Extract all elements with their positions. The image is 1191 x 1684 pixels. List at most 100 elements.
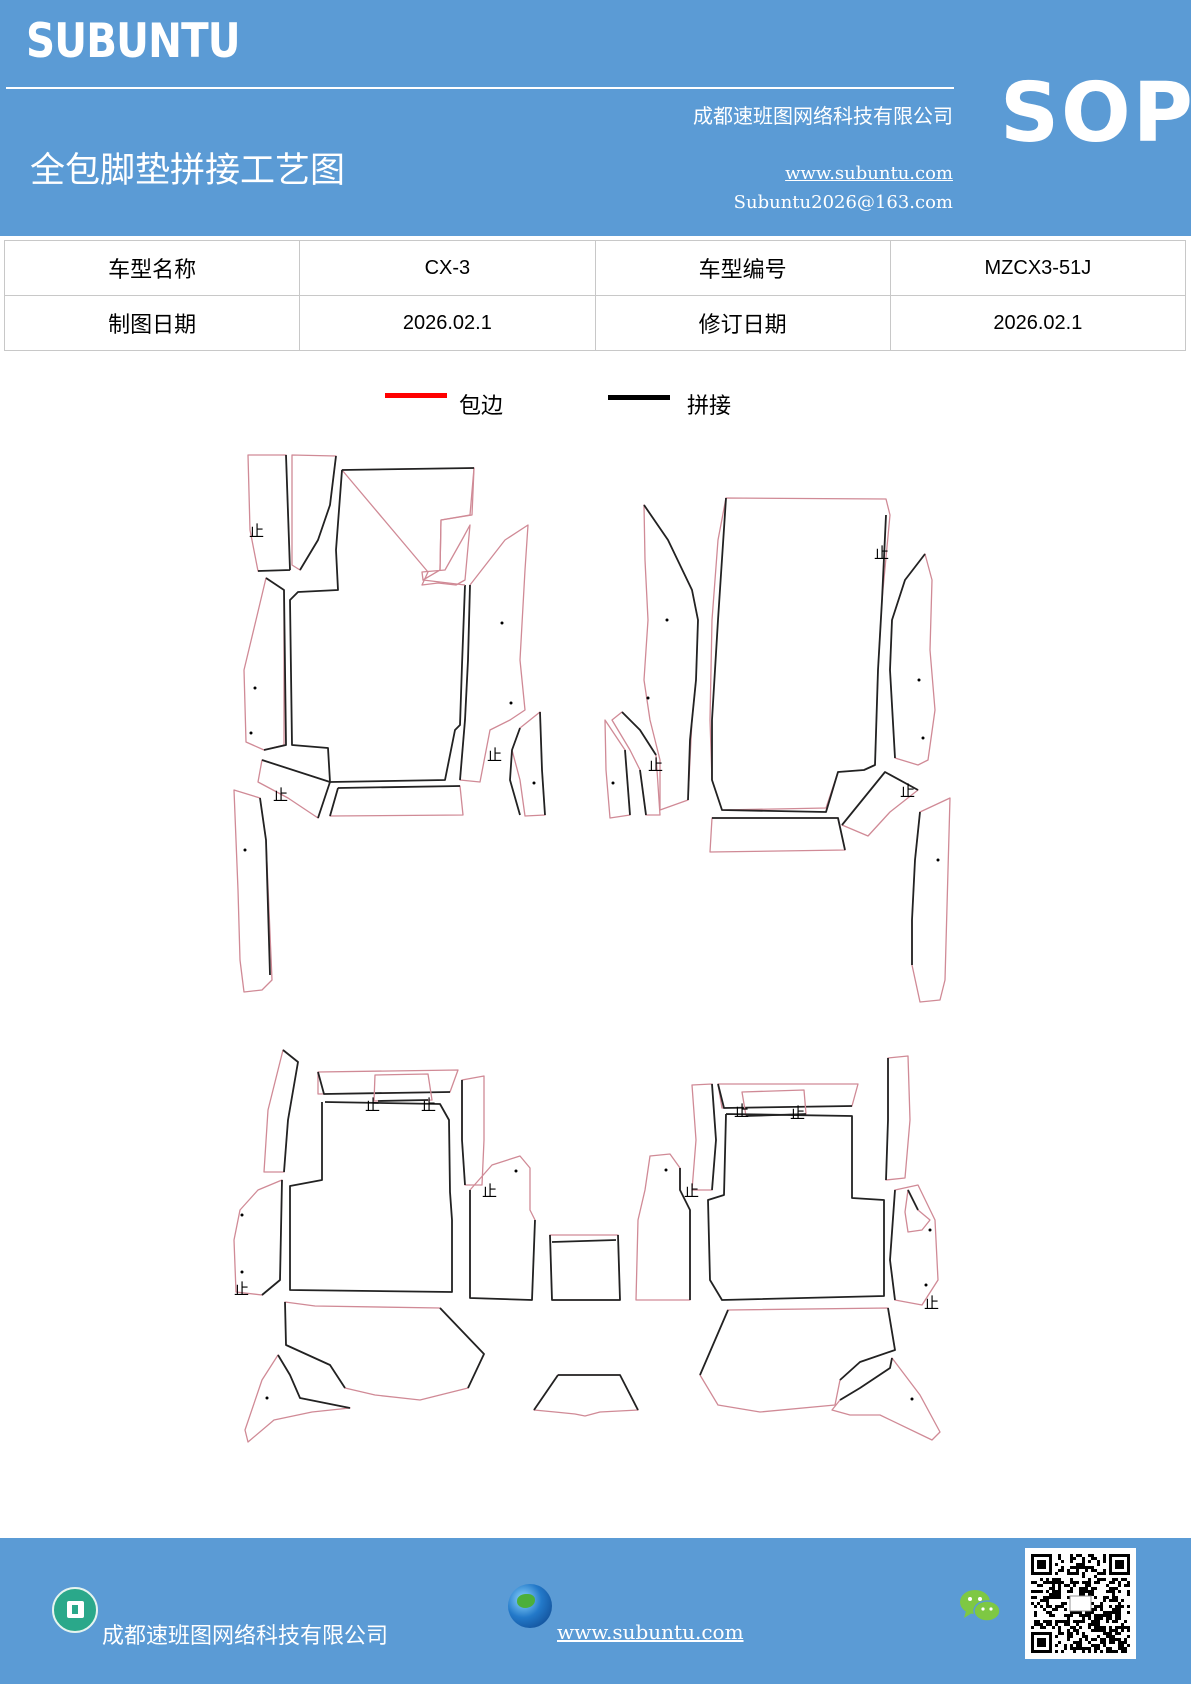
marker-dot xyxy=(646,696,650,700)
mat-piece xyxy=(841,771,919,826)
header-email[interactable]: Subuntu2026@163.com xyxy=(733,192,953,213)
mat-piece xyxy=(282,1049,299,1173)
marker-dot xyxy=(240,1213,244,1217)
marker-dot xyxy=(917,678,921,682)
mat-piece xyxy=(329,785,464,817)
mat-piece xyxy=(549,1234,621,1301)
mat-piece xyxy=(261,759,331,819)
value-drawing-date: 2026.02.1 xyxy=(299,295,596,351)
mat-piece xyxy=(712,817,846,851)
value-model-name: CX-3 xyxy=(299,240,596,296)
marker-dot xyxy=(665,618,669,622)
mat-piece xyxy=(885,1058,889,1181)
mat-piece xyxy=(277,1354,351,1409)
mat-piece xyxy=(341,467,475,586)
mat-piece xyxy=(341,467,475,471)
document-title: 全包脚垫拼接工艺图 xyxy=(30,151,346,191)
footer-website-link[interactable]: www.subuntu.com xyxy=(557,1620,744,1644)
wechat-icon[interactable] xyxy=(958,1586,1002,1626)
label-model-code: 车型编号 xyxy=(594,240,891,296)
legend-red-label: 包边 xyxy=(459,394,504,419)
header-company-name: 成都速班图网络科技有限公司 xyxy=(693,104,953,128)
legend-black-swatch xyxy=(608,395,670,400)
marker-dot xyxy=(611,781,615,785)
mat-piece xyxy=(911,811,921,965)
mat-piece xyxy=(711,497,887,813)
mat-piece xyxy=(422,467,475,586)
mat-piece xyxy=(257,454,291,572)
mat-piece xyxy=(643,504,699,801)
marker-dot xyxy=(249,731,253,735)
marker-dot xyxy=(514,1169,518,1173)
mat-piece xyxy=(709,817,846,853)
marker-dot xyxy=(936,858,940,862)
mat-piece xyxy=(459,524,529,783)
mat-piece xyxy=(635,1153,691,1301)
marker-dot xyxy=(664,1168,668,1172)
mat-piece xyxy=(711,1083,717,1191)
floor-mat-pattern-diagram: 止 止 止 止 止 止 xyxy=(233,454,951,1443)
legend-red-swatch xyxy=(385,393,447,398)
mat-piece xyxy=(889,1189,896,1301)
mat-piece xyxy=(299,455,337,571)
marker-dot xyxy=(910,1397,914,1401)
building-icon xyxy=(52,1587,98,1633)
mat-piece xyxy=(549,1234,621,1301)
mat-piece xyxy=(289,1101,453,1293)
mat-piece xyxy=(284,1301,485,1401)
label-model-name: 车型名称 xyxy=(3,240,301,296)
value-revision-date: 2026.02.1 xyxy=(889,295,1187,351)
stop-mark: 止 xyxy=(487,746,502,764)
mat-piece xyxy=(679,1168,691,1300)
marker-dot xyxy=(924,1283,928,1287)
mat-piece xyxy=(509,711,546,816)
globe-icon xyxy=(508,1584,552,1628)
mat-piece xyxy=(257,759,331,819)
mat-piece xyxy=(244,1354,351,1443)
marker-dot xyxy=(500,621,504,625)
marker-dot xyxy=(928,1228,932,1232)
mat-piece xyxy=(289,469,466,783)
mat-piece xyxy=(317,1071,451,1095)
brand-logo: SUBUNTU xyxy=(26,14,241,69)
header-website-link[interactable]: www.subuntu.com xyxy=(785,163,953,184)
mat-piece xyxy=(461,1075,485,1186)
qr-code[interactable] xyxy=(1025,1548,1136,1659)
stop-mark: 止 xyxy=(273,786,288,804)
pattern-group-rear-right: 止 止 止 止 xyxy=(635,1055,941,1441)
footer-banner: 成都速班图网络科技有限公司 www.subuntu.com xyxy=(0,1538,1191,1684)
stop-mark: 止 xyxy=(421,1096,436,1114)
table-row: 制图日期 2026.02.1 修订日期 2026.02.1 xyxy=(3,295,1187,351)
mat-piece xyxy=(233,789,273,993)
label-revision-date: 修订日期 xyxy=(594,295,891,351)
label-drawing-date: 制图日期 xyxy=(3,295,301,351)
header-banner: SUBUNTU 成都速班图网络科技有限公司 全包脚垫拼接工艺图 www.subu… xyxy=(0,0,1191,236)
marker-dot xyxy=(921,736,925,740)
mat-piece xyxy=(263,1049,299,1173)
mat-piece xyxy=(533,1374,639,1411)
mat-piece xyxy=(469,1155,536,1301)
mat-piece xyxy=(839,1357,893,1401)
mat-piece xyxy=(621,711,657,816)
legend-black-label: 拼接 xyxy=(687,394,732,419)
stop-mark: 止 xyxy=(900,782,915,800)
mat-piece xyxy=(284,1301,485,1389)
mat-piece xyxy=(904,1189,931,1233)
pattern-group-front-left: 止 止 止 xyxy=(233,454,546,993)
footer-company-name: 成都速班图网络科技有限公司 xyxy=(102,1624,389,1649)
mat-piece xyxy=(889,553,926,759)
marker-dot xyxy=(265,1396,269,1400)
mat-piece xyxy=(373,1073,433,1102)
stop-mark: 止 xyxy=(234,1280,249,1298)
mat-piece xyxy=(233,1179,283,1296)
mat-piece xyxy=(317,1069,459,1095)
mat-piece xyxy=(885,1055,911,1181)
marker-dot xyxy=(509,701,513,705)
mat-piece xyxy=(907,1189,919,1211)
mat-piece xyxy=(259,797,271,976)
stop-mark: 止 xyxy=(482,1182,497,1200)
marker-dot xyxy=(243,848,247,852)
mat-piece xyxy=(261,1179,283,1296)
mat-piece xyxy=(709,497,891,811)
mat-piece xyxy=(243,577,285,751)
